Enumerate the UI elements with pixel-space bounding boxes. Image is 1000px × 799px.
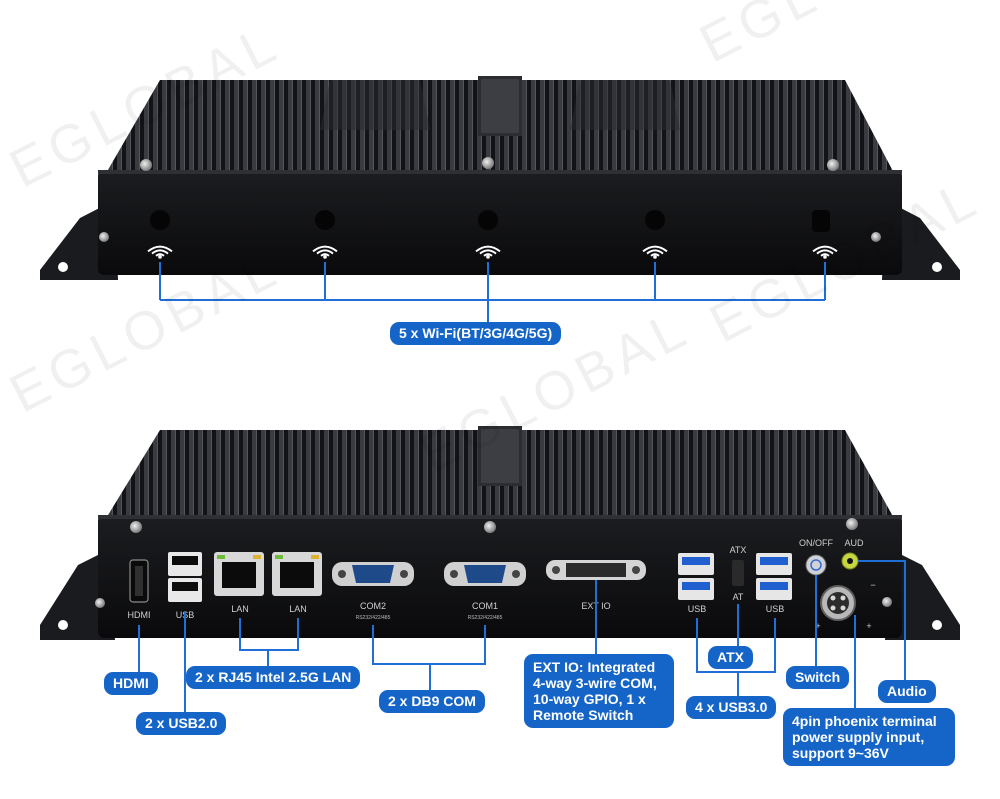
com2-port-label: COM2: [360, 601, 386, 611]
wifi-icon: [642, 245, 668, 259]
usb3-callout: 4 x USB3.0: [686, 696, 777, 719]
antenna-port: [478, 210, 498, 230]
power-callout: 4pin phoenix terminal power supply input…: [783, 708, 955, 766]
screw-icon: [827, 159, 839, 171]
usb2-ports: [168, 552, 202, 602]
com1-port: [444, 562, 526, 586]
wifi-icon-group: [147, 245, 838, 259]
power-button: [805, 554, 827, 576]
wifi-callout: 5 x Wi-Fi(BT/3G/4G/5G): [390, 322, 562, 345]
antenna-port: [645, 210, 665, 230]
screw-icon: [482, 157, 494, 169]
usb3-ports-left: [678, 553, 714, 600]
com-callout: 2 x DB9 COM: [379, 690, 485, 713]
usb3-ports-right: [756, 553, 792, 600]
lan-callout: 2 x RJ45 Intel 2.5G LAN: [186, 666, 361, 689]
audio-callout: Audio: [878, 680, 936, 703]
wifi-icon: [475, 245, 501, 259]
at-switch-label: AT: [733, 592, 744, 602]
port-leader-lines: [138, 560, 906, 712]
antenna-port: [812, 210, 830, 232]
lan-port-1: [214, 552, 264, 596]
usb2-callout: 2 x USB2.0: [136, 712, 227, 735]
hdmi-port: [129, 559, 149, 603]
plus-label-left: +: [815, 621, 820, 631]
ext-io-callout: EXT IO: Integrated 4-way 3-wire COM, 10-…: [524, 654, 674, 728]
hdmi-port-label: HDMI: [128, 610, 151, 620]
wifi-icon: [312, 245, 338, 259]
com1-port-sublabel: RS232/422/485: [468, 615, 503, 621]
ext-io-port: [546, 560, 646, 580]
top-chassis: [40, 76, 960, 280]
com1-port-label: COM1: [472, 601, 498, 611]
antenna-port: [150, 210, 170, 230]
aud-label: AUD: [844, 538, 864, 548]
on-off-label: ON/OFF: [799, 538, 833, 548]
minus-label: −: [870, 580, 875, 590]
screw-icon: [140, 159, 152, 171]
lan-port-2-label: LAN: [289, 604, 307, 614]
hdmi-callout: HDMI: [104, 672, 158, 695]
lan-port-2: [272, 552, 322, 596]
atx-switch: [732, 560, 744, 586]
com2-port: [332, 562, 414, 586]
usb3-left-label: USB: [688, 604, 707, 614]
lan-port-1-label: LAN: [231, 604, 249, 614]
wifi-icon: [147, 245, 173, 259]
usb3-right-label: USB: [766, 604, 785, 614]
wifi-icon: [812, 245, 838, 259]
power-terminal: [820, 585, 856, 621]
com2-port-sublabel: RS232/422/485: [356, 615, 391, 621]
wifi-leader-lines: [159, 262, 826, 330]
atx-callout: ATX: [708, 646, 753, 669]
antenna-port: [315, 210, 335, 230]
audio-jack: [841, 552, 859, 570]
plus-label-right: +: [866, 621, 871, 631]
atx-switch-label: ATX: [730, 545, 747, 555]
switch-callout: Switch: [786, 666, 850, 689]
